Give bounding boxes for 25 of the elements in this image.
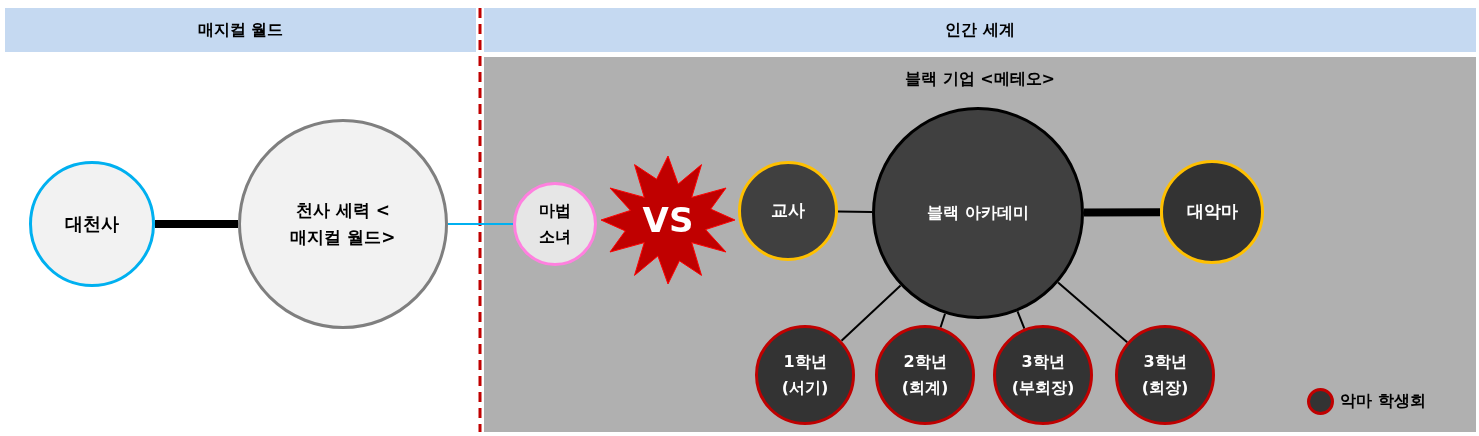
connector-line bbox=[1084, 208, 1160, 217]
node-label: 3학년 (회장) bbox=[1140, 351, 1190, 399]
panel-heading: 인간 세계 bbox=[484, 8, 1476, 52]
node-label: 블랙 아카데미 bbox=[927, 202, 1029, 225]
node-label: 천사 세력 <매지컬 월드> bbox=[289, 198, 397, 249]
vs-label: VS bbox=[642, 200, 694, 240]
node-label: 3학년 (부회장) bbox=[1010, 351, 1076, 399]
node-label: 대악마 bbox=[1186, 200, 1238, 224]
connector-line bbox=[837, 210, 873, 213]
node-label: 1학년 (서기) bbox=[780, 351, 830, 399]
connector-line bbox=[939, 312, 946, 329]
connector-line bbox=[840, 284, 902, 342]
node-label: 교사 bbox=[771, 199, 805, 223]
node-label: 대천사 bbox=[65, 211, 119, 236]
node-label: 2학년 (회계) bbox=[900, 351, 950, 399]
connector-line bbox=[155, 220, 238, 228]
legend-label: 악마 학생회 bbox=[1340, 391, 1426, 412]
node-label: 마법 소녀 bbox=[538, 200, 572, 248]
area-title: 블랙 기업 <메테오> bbox=[905, 69, 1055, 90]
connector-line bbox=[1057, 281, 1129, 344]
connector-line bbox=[1016, 310, 1026, 330]
connector-line bbox=[447, 223, 514, 225]
panel-heading: 매지컬 월드 bbox=[5, 8, 476, 52]
starburst bbox=[601, 156, 735, 284]
background-area bbox=[484, 57, 1476, 432]
